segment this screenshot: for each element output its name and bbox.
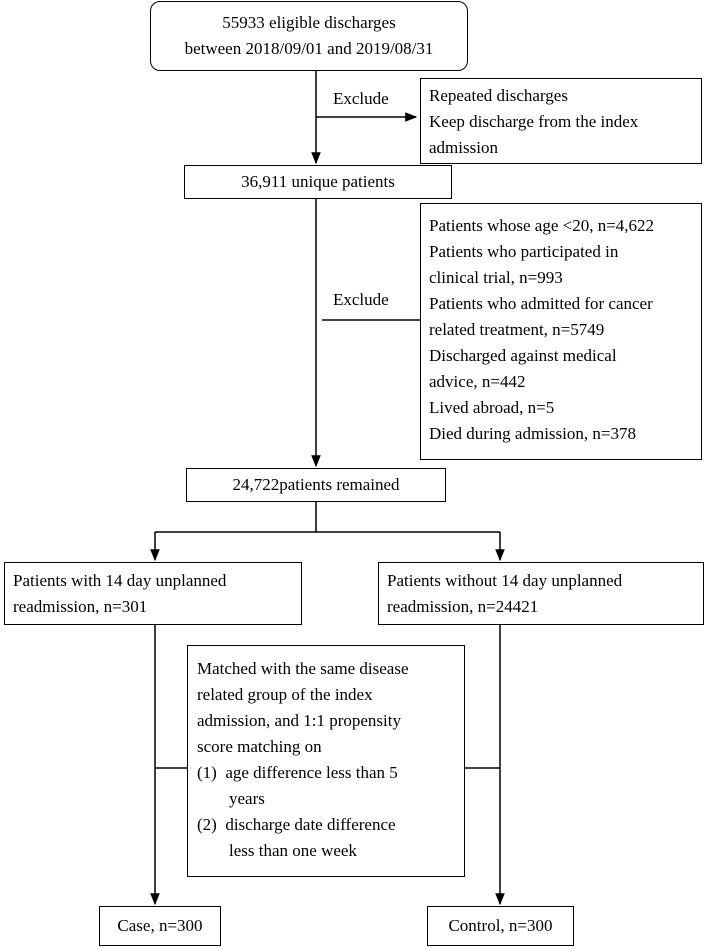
- matching-item-2-continued: less than one week: [229, 841, 357, 860]
- matching-line: score matching on: [197, 737, 322, 756]
- exclude-2-line: Died during admission, n=378: [429, 424, 636, 443]
- matching-item-2: (2) discharge date difference: [197, 812, 456, 838]
- exclude-1-line-3: admission: [429, 138, 498, 157]
- exclude-1-box: Repeated discharges Keep discharge from …: [420, 78, 702, 164]
- exclude-2-line: Lived abroad, n=5: [429, 398, 555, 417]
- control-box: Control, n=300: [427, 906, 574, 946]
- matching-item-2-text: discharge date difference: [225, 815, 396, 834]
- exclude-2-line: clinical trial, n=993: [429, 268, 563, 287]
- exclude-2-box: Patients whose age <20, n=4,622 Patients…: [420, 203, 702, 460]
- without-readmission-line-1: Patients without 14 day unplanned: [387, 571, 623, 590]
- matching-criteria-box: Matched with the same disease related gr…: [187, 645, 465, 877]
- exclude-2-line: advice, n=442: [429, 372, 526, 391]
- with-readmission-box: Patients with 14 day unplanned readmissi…: [4, 562, 302, 625]
- exclude-2-line: related treatment, n=5749: [429, 320, 605, 339]
- start-line-2: between 2018/09/01 and 2019/08/31: [184, 39, 434, 58]
- exclude-1-line-2: Keep discharge from the index: [429, 112, 639, 131]
- matching-item-1-continued: years: [229, 789, 265, 808]
- exclude-1-label: Exclude: [333, 89, 389, 108]
- control-text: Control, n=300: [448, 916, 553, 935]
- with-readmission-line-1: Patients with 14 day unplanned: [13, 571, 227, 590]
- start-line-1: 55933 eligible discharges: [222, 13, 396, 32]
- exclude-2-line: Patients whose age <20, n=4,622: [429, 216, 655, 235]
- case-text: Case, n=300: [117, 916, 203, 935]
- without-readmission-box: Patients without 14 day unplanned readmi…: [378, 562, 704, 625]
- exclude-1-line-1: Repeated discharges: [429, 86, 568, 105]
- start-box: 55933 eligible discharges between 2018/0…: [150, 1, 468, 71]
- unique-patients-box: 36,911 unique patients: [184, 165, 452, 199]
- case-box: Case, n=300: [99, 906, 221, 946]
- matching-item-1-text: age difference less than 5: [225, 763, 398, 782]
- matching-line: Matched with the same disease: [197, 659, 409, 678]
- remained-text: 24,722patients remained: [232, 475, 400, 494]
- matching-line: related group of the index: [197, 685, 373, 704]
- exclude-2-line: Patients who participated in: [429, 242, 619, 261]
- matching-item-2-number: (2): [197, 815, 217, 834]
- with-readmission-line-2: readmission, n=301: [13, 597, 148, 616]
- exclude-2-line: Patients who admitted for cancer: [429, 294, 653, 313]
- without-readmission-line-2: readmission, n=24421: [387, 597, 539, 616]
- exclude-2-line: Discharged against medical: [429, 346, 617, 365]
- matching-line: admission, and 1:1 propensity: [197, 711, 401, 730]
- exclude-2-label: Exclude: [333, 290, 389, 309]
- matching-item-1: (1) age difference less than 5: [197, 760, 456, 786]
- matching-item-1-number: (1): [197, 763, 217, 782]
- remained-box: 24,722patients remained: [186, 468, 446, 502]
- unique-patients-text: 36,911 unique patients: [241, 172, 395, 191]
